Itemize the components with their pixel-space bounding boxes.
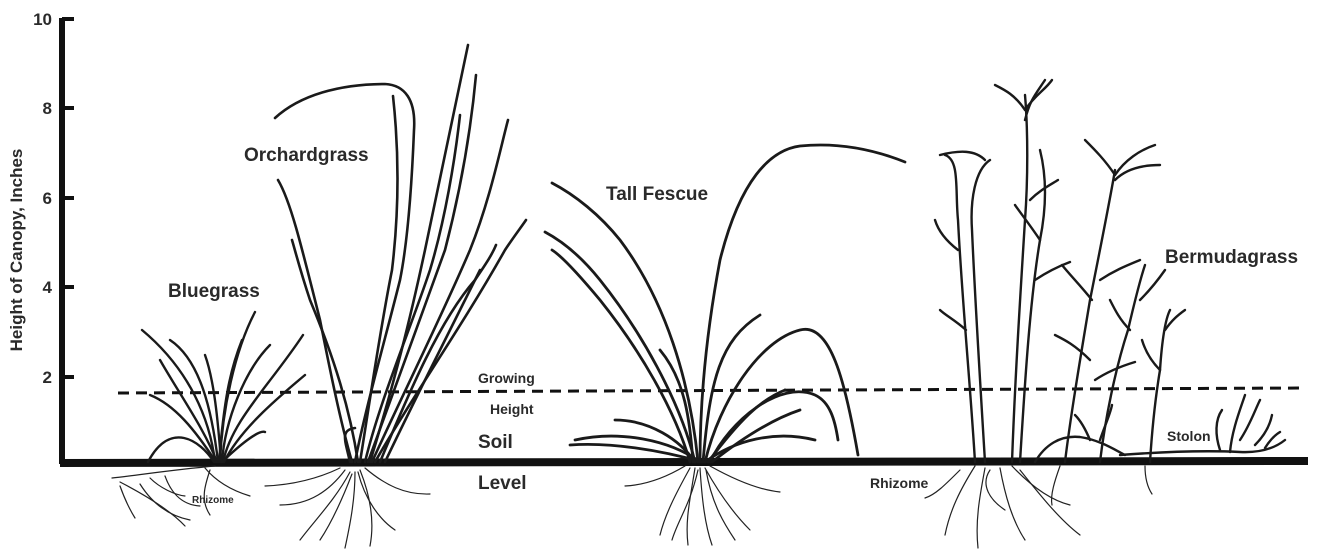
level-label: Level	[478, 473, 527, 494]
height-label: Height	[490, 401, 534, 417]
bluegrass-label: Bluegrass	[168, 281, 260, 302]
bermudagrass-label: Bermudagrass	[1165, 247, 1298, 268]
y-tick-label-4: 4	[43, 278, 53, 297]
tall-fescue-label: Tall Fescue	[606, 184, 708, 205]
soil-level-line	[60, 461, 1308, 463]
bluegrass-plant: Bluegrass Rhizome	[112, 281, 305, 526]
orchardgrass-label: Orchardgrass	[244, 145, 369, 166]
y-tick-label-2: 2	[43, 368, 52, 387]
y-tick-label-6: 6	[43, 189, 52, 208]
y-axis-title: Height of Canopy, Inches	[7, 149, 26, 352]
tall-fescue-plant: Tall Fescue	[545, 145, 905, 545]
bermudagrass-plant: Bermudagrass Rhizome Stolon	[870, 80, 1298, 548]
soil-label: Soil	[478, 432, 513, 453]
rhizome-small-label: Rhizome	[192, 495, 234, 506]
rhizome-label: Rhizome	[870, 475, 929, 491]
growing-label: Growing	[478, 370, 535, 386]
y-tick-label-10: 10	[33, 10, 52, 29]
stolon-label: Stolon	[1167, 428, 1211, 444]
y-tick-label-8: 8	[43, 99, 52, 118]
y-axis: 10 8 6 4 2 Height of Canopy, Inches	[7, 10, 74, 464]
